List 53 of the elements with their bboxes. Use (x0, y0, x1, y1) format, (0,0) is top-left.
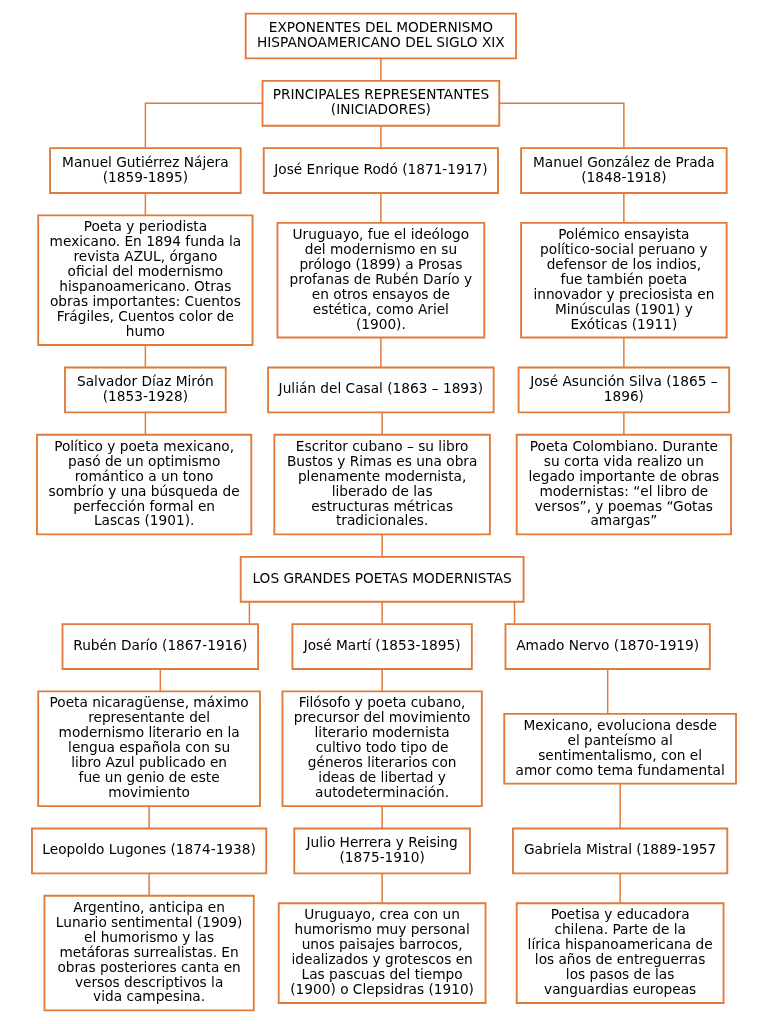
connector (619, 783, 621, 829)
connector (380, 125, 382, 149)
node-box: Leopoldo Lugones (1874-1938) (31, 827, 268, 875)
node-box: Julio Herrera y Reising (1875-1910) (293, 827, 471, 875)
connector (381, 805, 383, 830)
node-box: Escritor cubano – su libro Bustos y Rimas es una obra plenamente modernista, liberado de las estructuras métricas tradicionales. (273, 433, 491, 536)
node-box: Mexicano, evoluciona desde el panteísmo al sentimentalismo, con el amor como tema fundamental (503, 712, 737, 785)
connector (144, 411, 147, 436)
connector (248, 601, 251, 625)
node-box: Gabriela Mistral (1889-1957 (512, 827, 729, 875)
connector (513, 601, 516, 625)
connector (381, 411, 383, 436)
node-box: Salvador Díaz Mirón (1853-1928) (64, 366, 227, 414)
node-box: Rubén Darío (1867-1916) (61, 623, 260, 670)
node-box: PRINCIPALES REPRESENTANTES (INICIADORES) (261, 79, 501, 127)
node-box: Manuel Gutiérrez Nájera (1859-1895) (49, 147, 242, 194)
connector (144, 344, 147, 368)
node-box: EXPONENTES DEL MODERNISMO HISPANOAMERICANO DEL SIGLO XIX (244, 12, 517, 60)
connector (148, 805, 150, 830)
node-box: José Enrique Rodó (1871-1917) (262, 147, 499, 194)
connector (148, 872, 150, 897)
node-box: Uruguayo, crea con un humorismo muy personal unos paisajes barrocos, idealizados y grotescos en Las pascuas del tiempo (1900) o Clepsidras (1910) (277, 902, 487, 1004)
connector (498, 102, 625, 149)
node-box: Argentino, anticipa en Lunario sentimental (1909) el humorismo y las metáforas surrealistas. En obras posteriores canta en versos descriptivos la vida campesina. (43, 894, 255, 1012)
connector (381, 601, 383, 625)
node-box: Polémico ensayista político-social peruano y defensor de los indios, fue también poeta innovador y preciosista en Minúsculas (1901) y Exóticas (1911) (520, 221, 728, 339)
node-box: Filósofo y poeta cubano, precursor del movimiento literario modernista cultivo todo tipo de géneros literarios con ideas de libertad y autodeterminación. (281, 690, 483, 807)
node-box: LOS GRANDES POETAS MODERNISTAS (239, 555, 525, 603)
connector (623, 336, 625, 369)
connector (144, 102, 264, 149)
connector (380, 192, 382, 224)
connector (380, 336, 382, 369)
connector (381, 533, 383, 558)
node-box: Amado Nervo (1870-1919) (504, 623, 711, 670)
node-box: Poeta y periodista mexicano. En 1894 funda la revista AZUL, órgano oficial del modernismo hispanoamericano. Otras obras importantes: Cuentos Frágiles, Cuentos color de humo (37, 214, 254, 346)
connector (381, 668, 383, 692)
node-box: Uruguayo, fue el ideólogo del modernismo en su prólogo (1899) a Prosas profanas de Rubén Darío y en otros ensayos de estética, como Ariel (1900). (276, 221, 486, 339)
connector (144, 192, 147, 216)
connector (380, 58, 382, 82)
connector (606, 668, 609, 715)
connector (381, 872, 383, 904)
connector (623, 411, 625, 436)
node-box: Poeta Colombiano. Durante su corta vida realizo un legado importante de obras modernistas: “el libro de versos”, y poemas “Gotas amargas” (515, 433, 732, 536)
connector (623, 192, 625, 224)
node-box: Manuel González de Prada (1848-1918) (520, 147, 728, 194)
node-box: Poeta nicaragüense, máximo representante del modernismo literario en la lengua española con su libro Azul publicado en fue un genio de este movimiento (37, 690, 261, 807)
node-box: Político y poeta mexicano, pasó de un optimismo romántico a un tono sombrío y una búsqueda de perfección formal en Lascas (1901). (36, 433, 253, 536)
node-box: Julián del Casal (1863 – 1893) (267, 366, 495, 414)
connector (159, 668, 162, 692)
node-box: Poetisa y educadora chilena. Parte de la lírica hispanoamericana de los años de entreguerras los pasos de las vanguardias europeas (515, 902, 725, 1004)
connector (619, 872, 621, 904)
node-box: José Martí (1853-1895) (291, 623, 473, 670)
node-box: José Asunción Silva (1865 – 1896) (517, 366, 731, 414)
